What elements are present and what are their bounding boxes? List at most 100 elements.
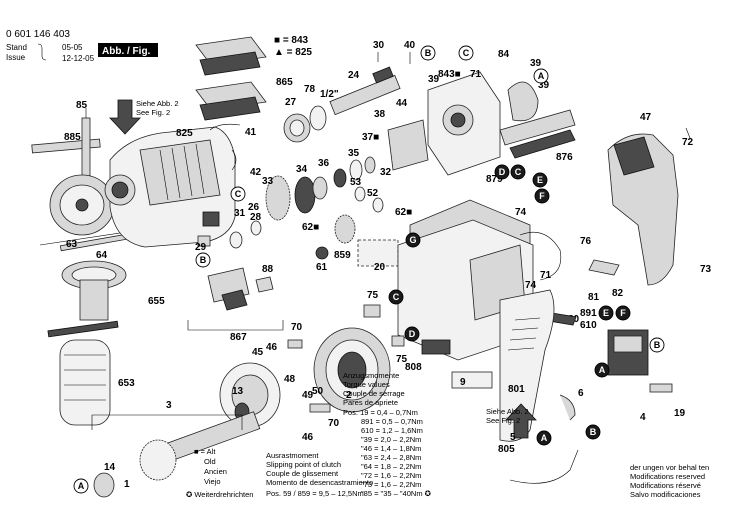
callout-C-left: C [230,186,246,202]
see-fig-bottom-line1: Siehe Abb. 2 [486,407,529,416]
svg-text:52: 52 [367,188,379,199]
svg-text:49: 49 [302,390,314,401]
svg-text:36: 36 [318,158,330,169]
clutch-table: Ausrastmoment Slipping point of clutch C… [266,451,373,498]
callout-F-switch: F [615,305,631,321]
svg-text:70: 70 [328,418,340,429]
svg-text:808: 808 [405,362,422,373]
svg-text:88: 88 [262,264,274,275]
spindle-group: 27 78 1/2" 24 30 40 38 44 [283,40,416,143]
chuck-group: 63 64 [39,174,151,261]
svg-text:63: 63 [66,239,78,250]
rear-handle-group: 47 72 73 891 610 80 81 82 4 19 [542,112,712,423]
svg-text:Torque values: Torque values [343,380,390,389]
svg-text:14: 14 [104,462,116,473]
svg-text:891: 891 [580,308,597,319]
svg-text:74: 74 [525,280,537,291]
svg-text:27: 27 [285,97,297,108]
svg-text:72: 72 [682,137,694,148]
svg-text:42: 42 [250,167,262,178]
svg-text:610 = 1,2 – 1,6Nm: 610 = 1,2 – 1,6Nm [361,426,423,435]
field-stator-group: 70 46 45 48 49 50 2 70 46 [252,322,391,443]
modifications-note: der ungen vor behal ten Modifications re… [630,463,709,499]
alt-legend: ■ = Alt Old Ancien Viejo ✪ Weiterdrehric… [186,447,253,499]
svg-text:28: 28 [250,212,262,223]
svg-text:805: 805 [498,444,515,455]
issue-label: Issue [6,53,26,62]
svg-text:der ungen vor behal ten: der ungen vor behal ten [630,463,709,472]
issue-value: 12-12-05 [62,54,95,63]
svg-text:Couple de glissement: Couple de glissement [266,469,339,478]
svg-text:48: 48 [284,374,296,385]
brush-holder-group: 88 867 [187,264,284,343]
small-parts-group: 29 20 [195,211,399,273]
svg-text:26: 26 [248,202,260,213]
svg-text:Ancien: Ancien [204,467,227,476]
callout-B-switch: B [649,337,665,353]
svg-text:2: 2 [346,390,352,401]
svg-text:F: F [620,308,626,318]
svg-text:Momento de desencastramiento: Momento de desencastramiento [266,478,373,487]
callout-D-mid: D [494,164,510,180]
svg-text:Slipping point of clutch: Slipping point of clutch [266,460,341,469]
svg-text:19: 19 [674,408,686,419]
armature-group: 13 3 14 1 [91,362,281,498]
svg-text:9: 9 [460,377,466,388]
gear-train-group: 33 34 36 35 37■ 53 32 52 26 28 31 62■ 61… [229,132,412,273]
svg-text:Couple de serrage: Couple de serrage [343,389,405,398]
svg-text:39: 39 [530,58,542,69]
svg-text:653: 653 [118,378,135,389]
svg-text:62■: 62■ [395,207,412,218]
legend-843: ■ = 843 [274,35,309,46]
svg-text:B: B [425,48,432,58]
callout-D-stator: D [404,326,420,342]
svg-text:Salvo modificaciones: Salvo modificaciones [630,490,701,499]
svg-text:70: 70 [291,322,303,333]
svg-text:A: A [599,365,606,375]
svg-text:"73 = 1,6 – 2,2Nm: "73 = 1,6 – 2,2Nm [361,480,421,489]
torque-table: Anzugsmomente Torque values Couple de se… [343,371,432,498]
svg-text:Ausrastmoment: Ausrastmoment [266,451,319,460]
svg-text:859: 859 [334,250,351,261]
svg-text:Old: Old [204,457,216,466]
doc-number: 0 601 146 403 [6,29,70,40]
svg-text:53: 53 [350,177,362,188]
svg-text:C: C [393,292,400,302]
svg-text:825: 825 [176,128,193,139]
svg-text:75: 75 [396,354,408,365]
svg-text:4: 4 [640,412,646,423]
svg-text:B: B [590,427,597,437]
abb-fig-label: Abb. / Fig. [102,46,151,57]
callout-C-mid: C [510,164,526,180]
svg-text:"39 = 2,0 – 2,2Nm: "39 = 2,0 – 2,2Nm [361,435,421,444]
flange-843-group: 843■ 71 84 39 39 39 [387,49,550,176]
chuck-key-group: 85 885 [31,100,101,179]
header-block: 0 601 146 403 Stand Issue 05-05 12-12-05… [6,29,158,63]
svg-text:F: F [539,191,545,201]
svg-text:82: 82 [612,288,624,299]
stand-label: Stand [6,43,27,52]
svg-text:"72 = 1,6 – 2,2Nm: "72 = 1,6 – 2,2Nm [361,471,421,480]
callout-B-top: B [420,45,436,61]
svg-text:33: 33 [262,176,274,187]
svg-text:G: G [409,235,416,245]
svg-text:76: 76 [580,236,592,247]
cover-865-group: 865 41 42 [195,36,293,178]
alt-symbol: ■ = Alt [194,447,216,456]
svg-text:Anzugsmomente: Anzugsmomente [343,371,399,380]
svg-text:655: 655 [148,296,165,307]
svg-text:71: 71 [470,69,482,80]
svg-text:E: E [603,308,609,318]
stand-value: 05-05 [62,43,83,52]
callout-A-top: A [533,68,549,84]
svg-text:A: A [78,481,85,491]
see-fig-arrow-bottom [505,403,537,439]
svg-text:865: 865 [276,77,293,88]
aux-handle-group: 655 653 [47,260,165,426]
svg-text:E: E [537,175,543,185]
svg-text:D: D [499,167,506,177]
svg-text:Pares de apriete: Pares de apriete [343,398,398,407]
svg-text:6: 6 [578,388,584,399]
svg-text:71: 71 [540,270,552,281]
svg-text:"63 = 2,4 – 2,8Nm: "63 = 2,4 – 2,8Nm [361,453,421,462]
